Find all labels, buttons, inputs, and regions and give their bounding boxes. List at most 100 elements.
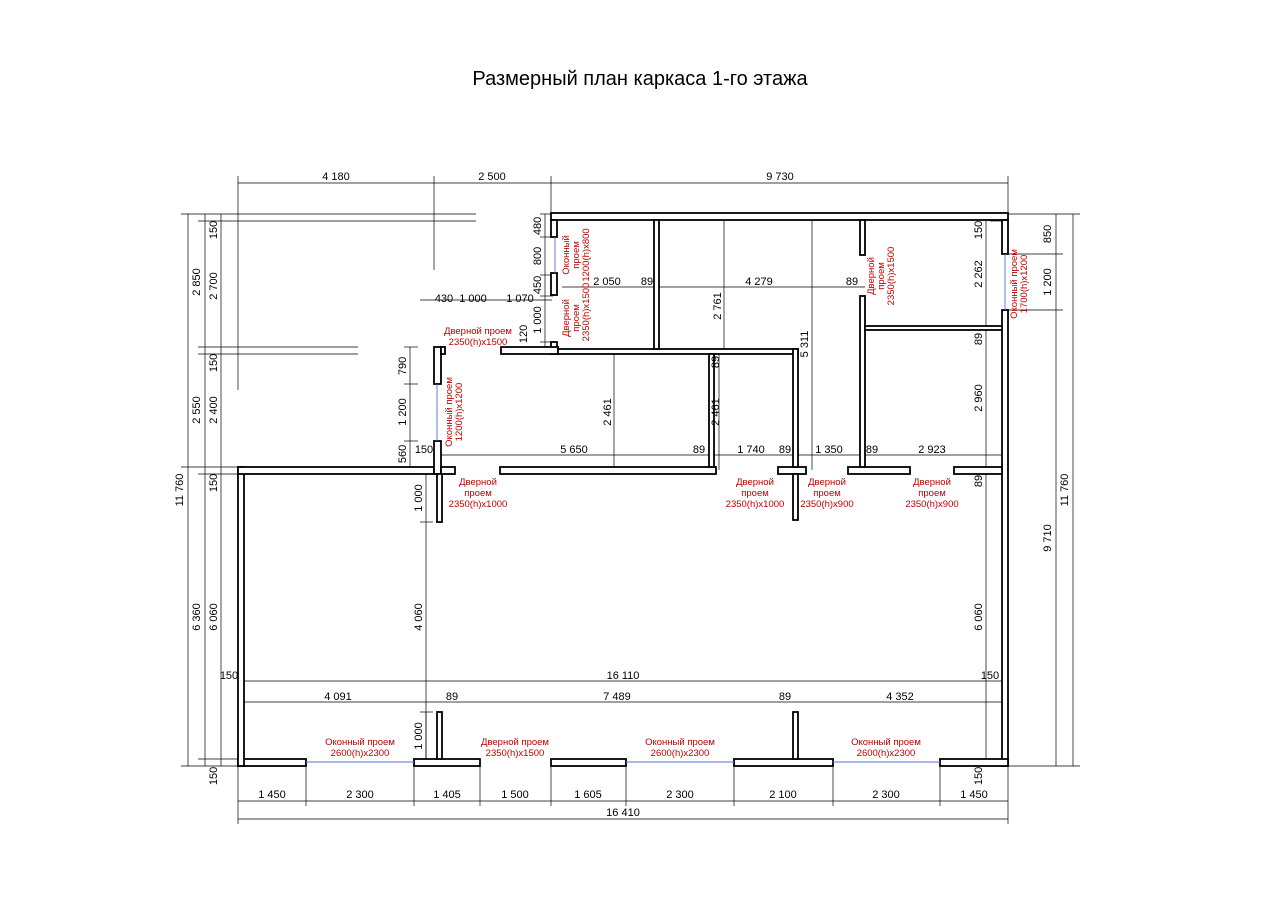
svg-text:150: 150 — [220, 670, 238, 682]
svg-text:1 000: 1 000 — [413, 722, 425, 750]
svg-text:150: 150 — [973, 221, 985, 239]
svg-text:2350(h)x900: 2350(h)x900 — [905, 499, 958, 510]
svg-text:2350(h)x1500: 2350(h)x1500 — [886, 247, 897, 306]
svg-text:2600(h)x2300: 2600(h)x2300 — [331, 748, 390, 759]
svg-text:2600(h)x2300: 2600(h)x2300 — [651, 748, 710, 759]
svg-text:560: 560 — [397, 445, 409, 463]
svg-text:4 060: 4 060 — [413, 603, 425, 631]
note-door-north: Дверной — [561, 299, 572, 337]
svg-text:6 060: 6 060 — [973, 603, 985, 631]
svg-text:проем: проем — [741, 488, 769, 499]
svg-text:2 923: 2 923 — [918, 444, 946, 456]
svg-text:150: 150 — [973, 767, 985, 785]
svg-text:89: 89 — [779, 444, 791, 456]
svg-text:2 761: 2 761 — [712, 292, 724, 320]
svg-text:2 461: 2 461 — [710, 398, 722, 426]
svg-text:89: 89 — [693, 444, 705, 456]
window-glazing — [306, 237, 1006, 763]
svg-text:9 710: 9 710 — [1042, 524, 1054, 552]
svg-text:1 350: 1 350 — [815, 444, 843, 456]
svg-text:проем: проем — [813, 488, 841, 499]
svg-text:1 000: 1 000 — [413, 484, 425, 512]
dimension-lines — [181, 176, 1080, 824]
top-dimensions: 4 180 2 500 9 730 — [322, 171, 794, 183]
svg-text:150: 150 — [208, 221, 220, 239]
dim-top-3: 9 730 — [766, 171, 794, 183]
right-dimensions: 11 760 850 1 200 9 710 150 2 262 89 2 96… — [973, 221, 1071, 785]
bottom-dimensions: 1 450 2 300 1 405 1 500 1 605 2 300 2 10… — [258, 789, 988, 819]
svg-text:120: 120 — [518, 325, 530, 343]
note-bottom-window-2: Оконный проем — [645, 737, 715, 748]
svg-text:150: 150 — [981, 670, 999, 682]
left-dimensions: 2 850 2 550 6 360 11 760 150 2 700 150 2… — [174, 221, 220, 785]
internal-dimensions: 430 1 000 1 070 1 000 120 480 800 450 2 … — [220, 217, 999, 750]
note-door-2: Дверной — [736, 477, 774, 488]
svg-text:89: 89 — [779, 691, 791, 703]
svg-text:7 489: 7 489 — [603, 691, 631, 703]
svg-text:150: 150 — [415, 444, 433, 456]
svg-text:2350(h)x1500: 2350(h)x1500 — [581, 283, 592, 342]
svg-text:6 060: 6 060 — [208, 603, 220, 631]
svg-text:проем: проем — [876, 262, 887, 290]
svg-text:4 279: 4 279 — [745, 276, 773, 288]
svg-text:2 960: 2 960 — [973, 384, 985, 412]
svg-text:2 300: 2 300 — [666, 789, 694, 801]
svg-text:480: 480 — [532, 217, 544, 235]
svg-text:150: 150 — [208, 354, 220, 372]
svg-text:2350(h)x900: 2350(h)x900 — [800, 499, 853, 510]
note-bottom-window-3: Оконный проем — [851, 737, 921, 748]
svg-text:1 450: 1 450 — [258, 789, 286, 801]
dim-top-2: 2 500 — [478, 171, 506, 183]
svg-text:5 311: 5 311 — [799, 331, 811, 358]
svg-text:проем: проем — [464, 488, 492, 499]
svg-text:1 000: 1 000 — [532, 306, 544, 334]
note-window-north: Оконный — [561, 235, 572, 275]
svg-text:5 650: 5 650 — [560, 444, 588, 456]
svg-text:2350(h)x1500: 2350(h)x1500 — [486, 748, 545, 759]
west-wall — [237, 466, 245, 767]
svg-text:430: 430 — [435, 293, 453, 305]
svg-text:2350(h)x1000: 2350(h)x1000 — [449, 499, 508, 510]
dim-left-total: 11 760 — [174, 474, 186, 507]
svg-text:проем: проем — [918, 488, 946, 499]
svg-text:16 110: 16 110 — [607, 670, 640, 682]
svg-text:2 850: 2 850 — [191, 268, 203, 296]
svg-text:1 605: 1 605 — [574, 789, 602, 801]
svg-text:1 500: 1 500 — [501, 789, 529, 801]
svg-text:1 405: 1 405 — [433, 789, 461, 801]
svg-text:1 200: 1 200 — [1042, 268, 1054, 296]
note-door-4: Дверной — [913, 477, 951, 488]
note-door-east-room: Дверной — [866, 257, 877, 295]
svg-text:800: 800 — [532, 247, 544, 265]
page-title: Размерный план каркаса 1-го этажа — [472, 68, 808, 90]
svg-text:89: 89 — [846, 276, 858, 288]
note-door-1: Дверной — [459, 477, 497, 488]
svg-text:89: 89 — [973, 475, 985, 487]
svg-text:1 450: 1 450 — [960, 789, 988, 801]
note-door-top-left: Дверной проем — [444, 326, 512, 337]
svg-text:150: 150 — [208, 474, 220, 492]
svg-text:89: 89 — [710, 356, 722, 368]
svg-text:450: 450 — [532, 276, 544, 294]
svg-text:1200(h)x800: 1200(h)x800 — [581, 228, 592, 281]
svg-text:150: 150 — [208, 767, 220, 785]
svg-text:2350(h)x1500: 2350(h)x1500 — [449, 337, 508, 348]
opening-notes: Дверной проем 2350(h)x1500 Оконный проем… — [325, 228, 1030, 759]
svg-text:проем: проем — [571, 304, 582, 332]
svg-text:1 070: 1 070 — [506, 293, 534, 305]
svg-text:89: 89 — [446, 691, 458, 703]
svg-text:89: 89 — [973, 333, 985, 345]
svg-text:2 100: 2 100 — [769, 789, 797, 801]
walls — [237, 212, 1009, 767]
svg-text:1700(h)x1200: 1700(h)x1200 — [1019, 255, 1030, 314]
dim-right-total: 11 760 — [1059, 474, 1071, 507]
north-wall — [550, 212, 1009, 221]
svg-text:2 050: 2 050 — [593, 276, 621, 288]
svg-text:2 262: 2 262 — [973, 260, 985, 288]
svg-text:проем: проем — [571, 241, 582, 269]
dim-top-1: 4 180 — [322, 171, 350, 183]
svg-text:2 550: 2 550 — [191, 396, 203, 424]
svg-text:89: 89 — [866, 444, 878, 456]
svg-text:790: 790 — [397, 357, 409, 375]
